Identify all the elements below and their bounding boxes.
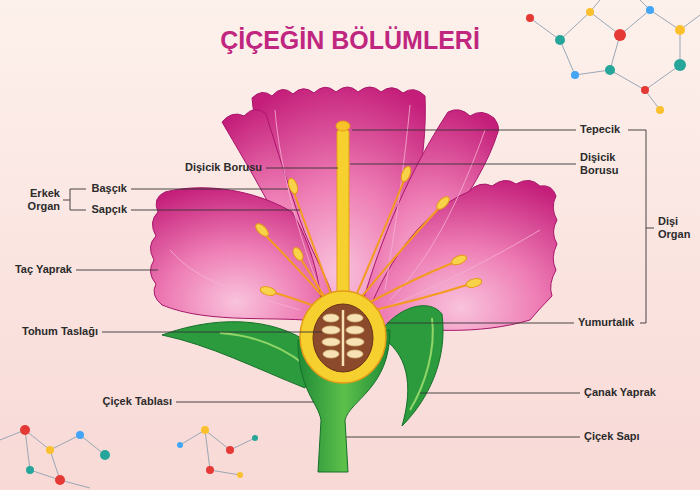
part-label: Dişicik Borusu — [580, 151, 619, 177]
part-label: Sapçık — [92, 203, 127, 216]
part-label: Çanak Yaprak — [584, 386, 656, 399]
part-label: Tepecik — [580, 123, 620, 136]
part-label: Çiçek Sapı — [584, 430, 640, 443]
group-label: Erkek Organ — [28, 187, 60, 213]
part-label: Dişicik Borusu — [185, 161, 262, 174]
part-label: Çiçek Tablası — [103, 395, 173, 408]
part-label: Taç Yaprak — [15, 263, 72, 276]
part-label: Tohum Taslağı — [22, 325, 98, 338]
part-label: Başçık — [92, 182, 127, 195]
diagram-title: ÇİÇEĞİN BÖLÜMLERİ — [0, 26, 700, 55]
part-label: Yumurtalık — [578, 316, 634, 329]
group-label: Dişi Organ — [658, 215, 690, 241]
leader-lines — [63, 130, 654, 437]
